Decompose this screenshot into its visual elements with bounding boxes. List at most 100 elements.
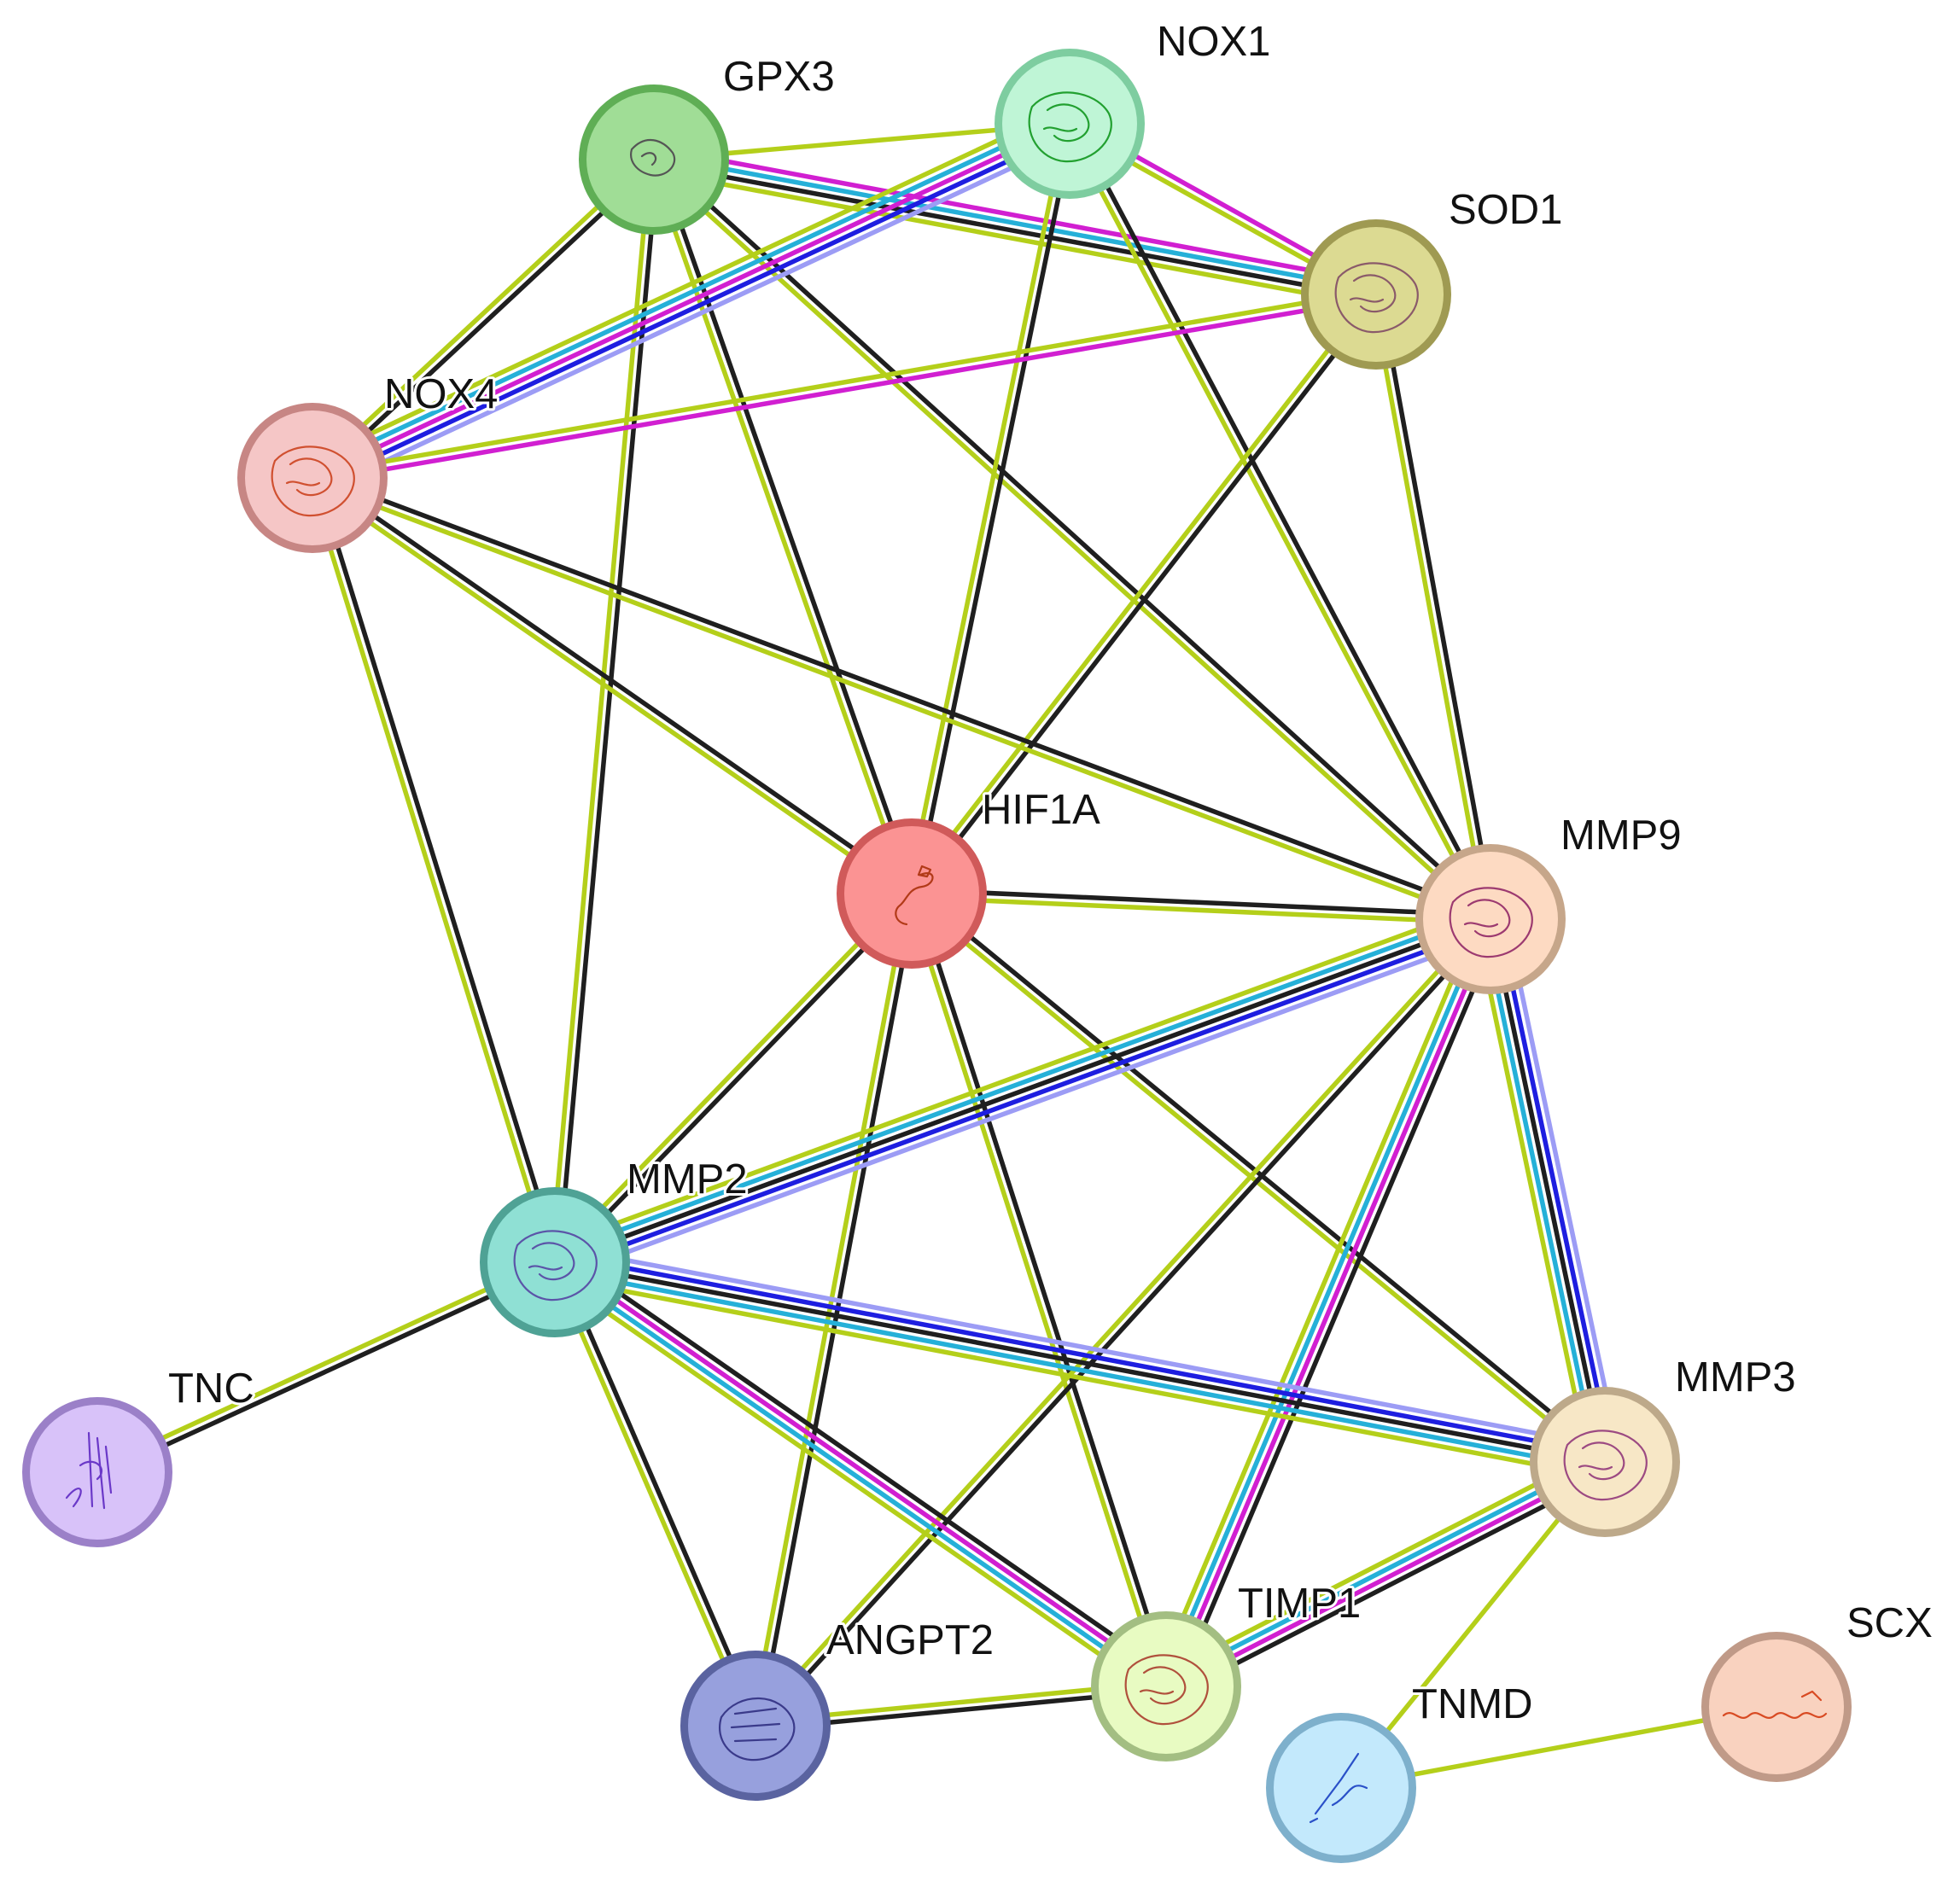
node-tnmd[interactable] [1266,1713,1416,1863]
node-tnc[interactable] [22,1397,172,1547]
edge-line-textmining [651,168,1375,308]
protein-structure-icon [1449,887,1533,958]
edge-line-databases [1480,920,1600,1465]
edge-line-coexpression [554,1260,1606,1465]
edge-line-coexpression [312,472,1493,918]
structure-trace [79,1460,103,1481]
node-fill [1423,852,1558,987]
structure-trace [1314,1752,1360,1815]
edge-line-experiments [311,121,1071,480]
node-label-nox1: NOX1 [1157,19,1270,65]
structure-trace [1722,1712,1828,1719]
edge-line-coexpression [97,1263,558,1478]
node-fill [1099,1619,1234,1754]
structure-trace [1578,1465,1613,1470]
node-label-mmp3: MMP3 [1675,1354,1796,1401]
node-label-hif1a: HIF1A [982,787,1100,833]
edge-line-textmining [310,479,1490,925]
edge-mmp2-mmp3 [551,1244,1608,1480]
node-fill [1709,1639,1844,1774]
structure-trace [1042,126,1078,132]
node-mmp2[interactable] [480,1187,630,1337]
edge-line-cooccurrence [559,931,1497,1279]
edge-mmp9-mmp2 [548,902,1497,1279]
edge-line-textmining [551,1274,1603,1480]
node-mmp9[interactable] [1415,844,1566,994]
structure-trace [1309,1817,1319,1824]
edge-line-experiments [312,295,1378,485]
structure-trace [1352,274,1397,313]
edge-line-textmining [94,1256,555,1471]
edge-mmp9-angpt2 [750,915,1496,1730]
node-fill [487,1195,622,1330]
node-layer [22,49,1852,1863]
edge-line-coexpression [913,891,1172,1686]
edge-line-textmining [308,479,912,899]
structure-trace [1028,91,1112,163]
node-nox4[interactable] [237,403,388,553]
protein-structure-icon [513,1230,598,1302]
node-angpt2[interactable] [680,1651,831,1801]
structure-trace [528,1265,563,1271]
edge-line-textmining [550,888,911,1261]
structure-trace [1449,887,1533,958]
structure-trace [104,1445,113,1494]
edge-line-experiments [1166,1463,1608,1692]
edge-line-textmining [1159,1449,1601,1679]
node-fill [844,826,979,961]
structure-trace [1463,922,1499,928]
structure-trace [630,138,676,177]
protein-structure-icon [1309,1752,1368,1824]
node-label-scx: SCX [1846,1600,1933,1646]
structure-trace [730,1722,781,1729]
edge-layer [94,108,1777,1791]
protein-structure-icon [65,1431,113,1510]
edge-line-textmining [1369,294,1490,921]
protein-structure-icon [719,1697,796,1762]
node-nox1[interactable] [995,49,1145,199]
edge-gpx3-sod1 [651,146,1379,308]
edge-line-coexpression [913,295,1381,898]
edge-line-experiments [1167,919,1496,1689]
edge-line-coexpression [556,894,917,1267]
edge-line-textmining [546,1269,1161,1698]
edge-nox4-mmp9 [310,472,1493,925]
node-fill [1309,227,1444,362]
node-hif1a[interactable] [837,818,987,969]
edge-line-experiments [655,146,1379,286]
node-gpx3[interactable] [579,84,729,235]
edge-line-coexpression [1170,1470,1612,1699]
edge-line-cooccurrence [318,135,1077,494]
structure-trace [733,1738,778,1743]
structure-trace [1142,1666,1187,1705]
edge-nox1-hif1a [905,122,1076,895]
node-label-nox4: NOX4 [384,371,498,417]
node-mmp3[interactable] [1530,1387,1680,1537]
edge-line-textmining [311,288,1376,477]
node-scx[interactable] [1701,1632,1852,1782]
structure-trace [1331,1785,1368,1807]
protein-structure-icon [630,138,676,177]
edge-line-coexpression [913,124,1076,895]
edge-line-coexpression [313,160,658,483]
edge-line-cooccurrence [557,1244,1608,1450]
edge-gpx3-nox4 [308,154,658,483]
edge-nox1-nox4 [305,108,1077,494]
edge-line-databases [308,114,1068,474]
edge-line-coexpression [1070,120,1496,919]
structure-trace [1467,899,1511,938]
edge-line-textmining [907,290,1375,893]
edge-line-coexpression [560,1250,1175,1680]
edge-line-textmining [650,160,1490,924]
edge-line-coexpression [556,1260,761,1726]
node-label-mmp2: MMP2 [627,1156,748,1203]
edge-line-experiments [555,1257,1170,1686]
node-timp1[interactable] [1091,1611,1241,1762]
node-label-sod1: SOD1 [1449,187,1562,233]
node-fill [245,411,380,545]
node-fill [586,92,721,227]
node-sod1[interactable] [1301,219,1451,370]
protein-structure-icon [1563,1430,1648,1501]
edge-line-coexpression [912,887,1491,918]
